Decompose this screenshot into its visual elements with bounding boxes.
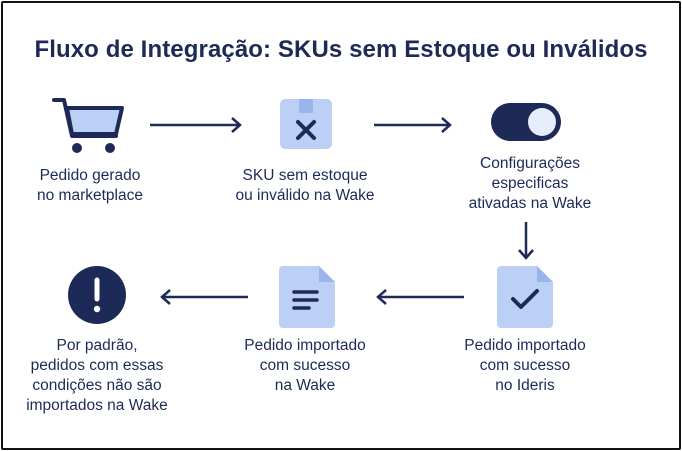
toggle-on-icon [491,103,561,141]
document-check-icon [497,266,553,328]
box-x-icon [280,99,332,149]
step-label-importado-ideris: Pedido importado com sucesso no Ideris [464,337,586,394]
shopping-cart-icon [52,98,124,153]
arrow-right-icon [374,117,452,133]
step-label-sku-invalido: SKU sem estoque ou inválido na Wake [235,167,375,204]
step-label-importado-wake: Pedido importado com sucesso na Wake [244,337,366,394]
arrow-down-icon [518,222,534,260]
alert-circle-icon [68,266,126,324]
arrow-left-icon [376,289,464,305]
arrow-right-icon [150,117,242,133]
diagram-title: Fluxo de Integração: SKUs sem Estoque ou… [34,36,648,63]
step-label-por-padrao: Por padrão, pedidos com essas condições … [26,337,168,414]
arrow-left-icon [160,289,248,305]
step-label-pedido-gerado: Pedido gerado no marketplace [37,167,143,204]
step-label-configuracoes: Configurações especificas ativadas na Wa… [468,155,592,212]
document-lines-icon [279,266,335,328]
